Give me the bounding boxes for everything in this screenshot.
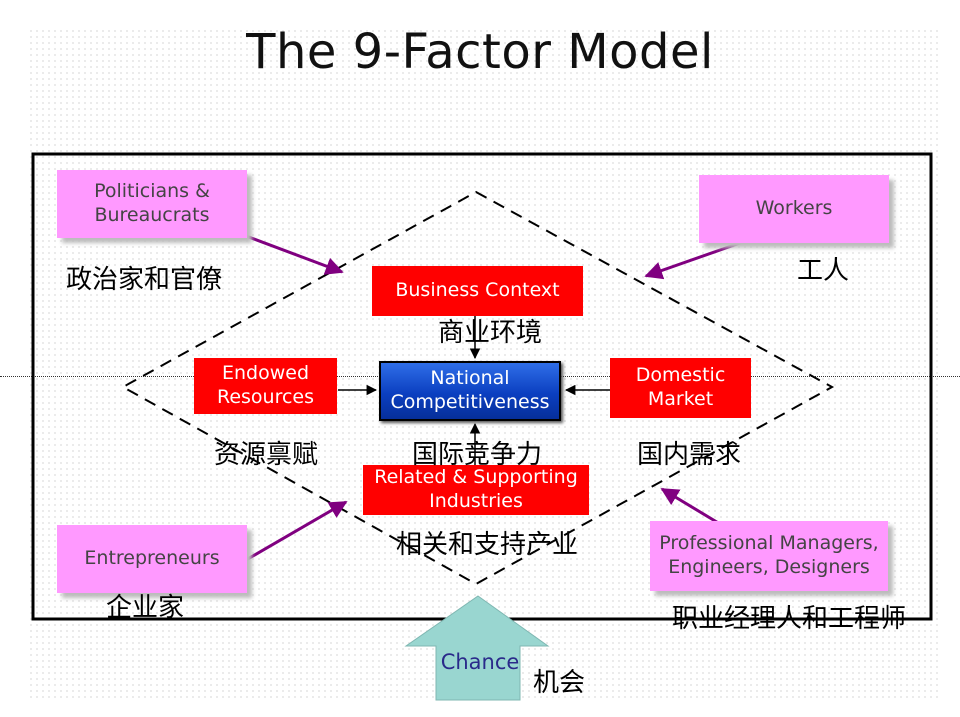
endowed-resources-line2: Resources: [216, 386, 315, 408]
workers-label: Workers: [755, 197, 833, 220]
chance-label: Chance: [440, 650, 520, 674]
business-context-label: Business Context: [395, 279, 560, 302]
entrepreneurs-label: Entrepreneurs: [84, 547, 220, 570]
page-title: The 9-Factor Model: [246, 24, 714, 80]
professionals-box: Professional Managers, Engineers, Design…: [650, 521, 888, 591]
domestic-market-box: Domestic Market: [610, 358, 751, 418]
politicians-box: Politicians & Bureaucrats: [57, 170, 247, 238]
business-context-cn: 商业环境: [438, 318, 543, 348]
related-supporting-line2: Industries: [429, 490, 523, 512]
workers-box: Workers: [699, 175, 889, 243]
domestic-market-line1: Domestic: [635, 364, 726, 387]
related-supporting-cn: 相关和支持产业: [396, 530, 579, 560]
arrow-politicians: [245, 234, 344, 275]
dashed-diamond: [120, 190, 835, 586]
entrepreneurs-cn: 企业家: [106, 593, 185, 623]
core-label-line2: Competitiveness: [390, 391, 550, 413]
related-supporting-box: Related & Supporting Industries: [363, 465, 589, 515]
national-competitiveness-box: National Competitiveness: [379, 361, 561, 421]
core-label-line1: National: [430, 367, 510, 390]
politicians-label-line1: Politicians &: [94, 180, 210, 203]
endowed-resources-cn: 资源禀赋: [214, 440, 319, 470]
domestic-market-line2: Market: [647, 388, 714, 410]
business-context-box: Business Context: [372, 266, 583, 316]
professionals-cn: 职业经理人和工程师: [672, 604, 907, 634]
endowed-resources-box: Endowed Resources: [194, 358, 337, 414]
professionals-label-line1: Professional Managers,: [659, 532, 879, 555]
endowed-resources-line1: Endowed: [221, 362, 310, 385]
chance-arrow-shape: [404, 595, 550, 701]
related-supporting-line1: Related & Supporting: [374, 466, 578, 489]
domestic-market-cn: 国内需求: [637, 440, 742, 470]
politicians-label-line2: Bureaucrats: [94, 204, 210, 226]
arrow-entrepreneurs: [245, 500, 348, 562]
core-cn: 国际竞争力: [412, 440, 543, 470]
professionals-label-line2: Engineers, Designers: [668, 556, 870, 578]
workers-cn: 工人: [797, 256, 850, 286]
politicians-cn: 政治家和官僚: [66, 265, 223, 295]
chance-cn: 机会: [533, 668, 586, 698]
arrow-workers: [644, 241, 741, 280]
entrepreneurs-box: Entrepreneurs: [57, 525, 247, 593]
